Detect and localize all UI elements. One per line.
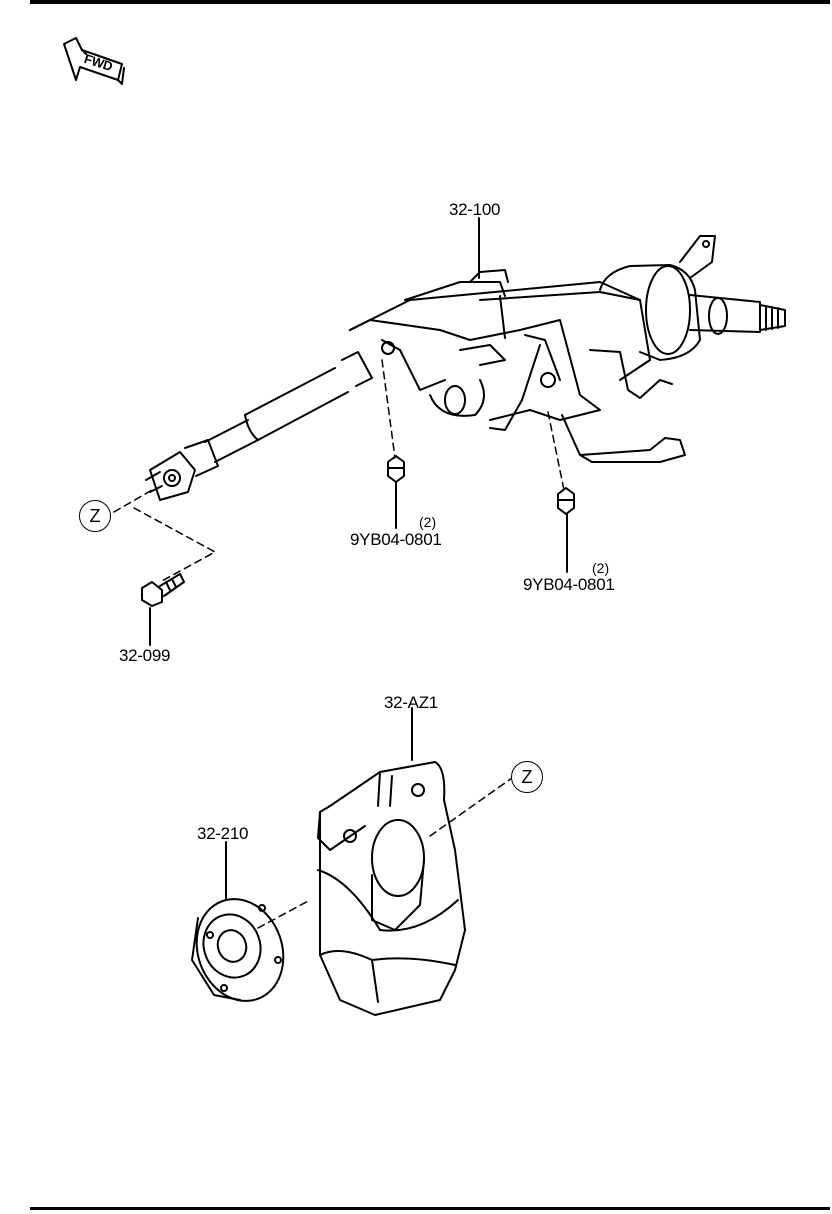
callout-nut-2-qty: (2)	[592, 560, 610, 576]
callout-bolt: 32-099	[119, 646, 171, 665]
callout-nut-1-qty: (2)	[419, 514, 437, 530]
boot-drawing	[317, 707, 466, 1016]
callout-nut-1: 9YB04-0801	[350, 530, 442, 549]
top-border	[30, 0, 830, 4]
seal-drawing	[191, 841, 285, 1002]
callout-seal: 32-210	[197, 824, 249, 843]
callout-steering-column: 32-100	[449, 200, 501, 219]
reference-z-lower: Z	[511, 761, 543, 793]
nut-drawing-2	[557, 487, 575, 573]
bolt-drawing	[141, 573, 185, 646]
nut-drawing-1	[387, 455, 405, 529]
reference-z-upper: Z	[79, 500, 111, 532]
callout-boot: 32-AZ1	[384, 693, 438, 712]
bottom-border	[30, 1207, 830, 1210]
fwd-arrow-icon	[63, 37, 125, 85]
callout-nut-2: 9YB04-0801	[523, 575, 615, 594]
steering-column-drawing	[145, 217, 786, 501]
